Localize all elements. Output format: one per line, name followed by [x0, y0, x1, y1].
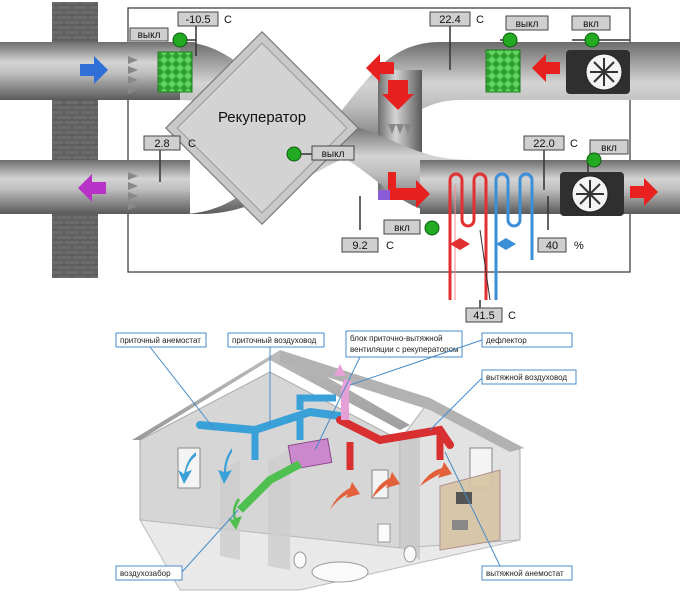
svg-text:выкл: выкл	[138, 30, 161, 41]
svg-text:22.0: 22.0	[533, 138, 554, 150]
valve-state: вкл	[383, 219, 440, 236]
svg-text:40: 40	[546, 240, 558, 252]
exhaust-marker	[378, 190, 390, 200]
recuperator	[164, 30, 360, 226]
supply-in-arrow-icon	[80, 56, 108, 84]
air-intake-duct	[237, 460, 302, 513]
return-arrow-icon	[366, 54, 394, 82]
svg-text:вкл: вкл	[583, 19, 599, 30]
after-recup-temp-readout: 9.2 С	[341, 237, 394, 253]
return-fan	[566, 50, 630, 94]
supply-fan-state: вкл	[586, 139, 629, 168]
return-fan-state: вкл	[571, 15, 611, 48]
svg-text:вытяжной анемостат: вытяжной анемостат	[486, 569, 564, 578]
supply-fan	[560, 172, 624, 216]
supply-duct-line	[196, 407, 344, 435]
callout-air-intake: воздухозабор	[115, 509, 239, 581]
return-heater-state: выкл	[502, 15, 549, 48]
supply-out-arrow-icon	[630, 178, 658, 206]
callout-deflector: дефлектор	[349, 332, 573, 386]
indicator-icon	[502, 32, 518, 48]
svg-text:С: С	[476, 14, 484, 26]
hot-valve-icon	[450, 238, 470, 250]
toilet-icon	[293, 551, 307, 569]
svg-text:приточный анемостат: приточный анемостат	[120, 336, 201, 345]
svg-text:С: С	[188, 138, 196, 150]
stove-icon	[456, 492, 472, 504]
heater-coil-right	[485, 49, 521, 93]
ventilation-unit	[287, 438, 333, 470]
deflector-arrow-icon	[334, 364, 346, 376]
svg-text:вкл: вкл	[601, 143, 617, 154]
return-temp-readout: 22.4 С	[429, 11, 484, 27]
house-roof	[132, 350, 410, 440]
svg-text:блок приточно-вытяжной: блок приточно-вытяжной	[350, 334, 443, 343]
water-temp-readout: 41.5 С	[465, 307, 516, 323]
bypass-grille	[388, 124, 412, 134]
callout-exhaust-anemostat: вытяжной анемостат	[444, 451, 573, 581]
supply-temp-readout: 22.0 С	[523, 135, 578, 151]
svg-text:вентиляции с рекуператором: вентиляции с рекуператором	[350, 345, 459, 354]
svg-text:приточный воздуховод: приточный воздуховод	[232, 336, 317, 345]
svg-text:вытяжной воздуховод: вытяжной воздуховод	[486, 373, 567, 382]
callout-ventilation-unit: блок приточно-вытяжной вентиляции с реку…	[314, 330, 463, 451]
svg-text:вкл: вкл	[394, 223, 410, 234]
scheme-panel: Рекуператор	[0, 2, 680, 323]
indicator-icon	[172, 32, 188, 48]
exhaust-air-arrow-icon	[330, 482, 360, 510]
outdoor-temp-readout: -10.5 С	[177, 11, 232, 27]
svg-text:41.5: 41.5	[473, 310, 494, 322]
svg-text:22.4: 22.4	[439, 14, 460, 26]
heater-coil-left	[157, 51, 193, 93]
cold-valve-icon	[496, 238, 516, 250]
svg-text:9.2: 9.2	[352, 240, 367, 252]
recuperator-label: Рекуператор	[218, 109, 306, 126]
svg-text:С: С	[386, 240, 394, 252]
bypass-arrow-down-icon	[382, 80, 414, 110]
bathtub	[311, 561, 369, 583]
indicator-icon	[584, 32, 600, 48]
indicator-icon	[424, 220, 440, 236]
svg-text:-10.5: -10.5	[185, 14, 210, 26]
svg-text:выкл: выкл	[322, 149, 345, 160]
return-in-arrow-icon	[532, 54, 560, 82]
intake-grille	[128, 56, 138, 94]
svg-text:воздухозабор: воздухозабор	[120, 569, 171, 578]
callout-exhaust-duct: вытяжной воздуховод	[429, 369, 577, 431]
callout-supply-duct: приточный воздуховод	[227, 332, 325, 425]
callout-supply-anemostat: приточный анемостат	[115, 332, 216, 431]
svg-text:2.8: 2.8	[154, 138, 169, 150]
house-illustration	[132, 350, 524, 591]
sink-icon	[377, 523, 391, 543]
svg-text:С: С	[224, 14, 232, 26]
recuperator-state: выкл	[286, 145, 355, 162]
svg-text:С: С	[508, 310, 516, 322]
indicator-icon	[286, 146, 302, 162]
exhaust-grille	[128, 172, 138, 210]
svg-text:С: С	[570, 138, 578, 150]
svg-text:%: %	[574, 240, 584, 252]
supply-arrow-icon	[388, 172, 430, 208]
window-left	[177, 447, 201, 489]
exhaust-out-temp-readout: 2.8 С	[143, 135, 196, 151]
cold-water-loop	[494, 172, 534, 300]
outdoor-heater-state: выкл	[129, 27, 188, 48]
humidity-readout: 40 %	[537, 237, 584, 253]
supply-air-arrow-icon	[178, 452, 196, 484]
svg-text:дефлектор: дефлектор	[486, 336, 527, 345]
indicator-icon	[586, 152, 602, 168]
exhaust-duct-line	[336, 416, 454, 449]
callouts: приточный анемостат приточный воздуховод…	[115, 330, 577, 581]
exhaust-out-arrow-icon	[78, 174, 106, 202]
sensor-stems	[159, 24, 630, 308]
svg-text:выкл: выкл	[516, 19, 539, 30]
